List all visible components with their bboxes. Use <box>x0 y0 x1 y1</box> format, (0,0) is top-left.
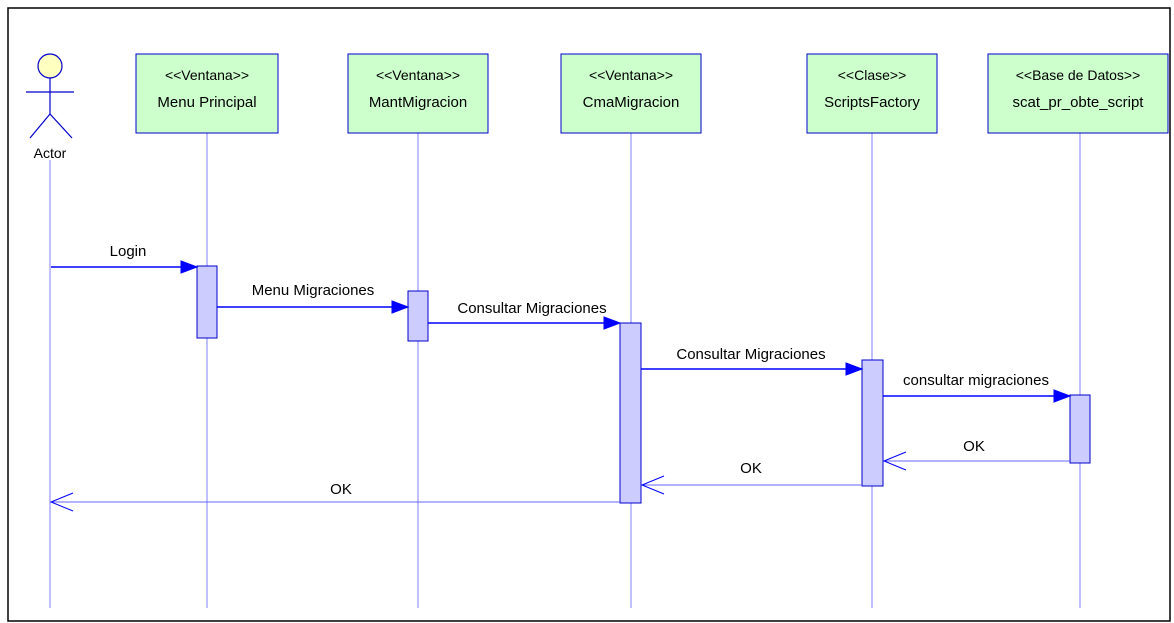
actor: Actor <box>26 53 74 161</box>
message-label: Login <box>110 243 147 260</box>
message-login: Login <box>51 243 199 274</box>
message-consultar-migraciones-2: Consultar Migraciones <box>641 346 864 376</box>
message-label: OK <box>963 438 985 455</box>
activation-cma-migracion <box>619 322 642 504</box>
actor-label: Actor <box>34 145 67 161</box>
actor-left-leg <box>29 113 51 139</box>
arrowhead <box>180 260 199 274</box>
object-name: ScriptsFactory <box>824 94 920 111</box>
object-mant-migracion: <<Ventana>> MantMigracion <box>347 53 489 134</box>
message-label: consultar migraciones <box>903 372 1049 389</box>
message-label: Consultar Migraciones <box>457 300 606 317</box>
object-box <box>347 53 489 134</box>
message-label: OK <box>330 481 352 498</box>
object-stereotype: <<Base de Datos>> <box>1016 67 1141 83</box>
open-arrowhead <box>49 492 74 512</box>
activation-menu-principal <box>196 265 218 339</box>
object-name: CmaMigracion <box>583 94 680 111</box>
object-stereotype: <<Ventana>> <box>376 67 460 83</box>
object-box <box>987 53 1169 134</box>
message-label: Consultar Migraciones <box>676 346 825 363</box>
object-box <box>135 53 279 134</box>
return-ok-db-to-scripts: OK <box>882 438 1070 471</box>
message-menu-migraciones: Menu Migraciones <box>217 282 410 314</box>
object-box <box>560 53 702 134</box>
message-consultar-migraciones-3: consultar migraciones <box>883 372 1072 403</box>
object-box <box>806 53 938 134</box>
arrowhead <box>391 300 410 314</box>
return-ok-scripts-to-cma: OK <box>640 460 862 495</box>
object-name: Menu Principal <box>157 94 256 111</box>
actor-right-leg <box>49 113 73 139</box>
actor-head <box>37 53 63 79</box>
object-menu-principal: <<Ventana>> Menu Principal <box>135 53 279 134</box>
open-arrowhead <box>882 451 907 471</box>
arrowhead <box>603 316 622 330</box>
activation-mant-migracion <box>407 290 429 342</box>
activation-db <box>1069 394 1091 464</box>
return-ok-cma-to-actor: OK <box>49 481 620 512</box>
message-consultar-migraciones-1: Consultar Migraciones <box>428 300 622 330</box>
object-name: MantMigracion <box>369 94 467 111</box>
object-stereotype: <<Ventana>> <box>589 67 673 83</box>
message-label: OK <box>740 460 762 477</box>
object-cma-migracion: <<Ventana>> CmaMigracion <box>560 53 702 134</box>
object-stereotype: <<Ventana>> <box>165 67 249 83</box>
object-stereotype: <<Clase>> <box>838 67 907 83</box>
object-name: scat_pr_obte_script <box>1013 94 1145 111</box>
message-label: Menu Migraciones <box>252 282 375 299</box>
open-arrowhead <box>640 475 665 495</box>
arrowhead <box>845 362 864 376</box>
object-scripts-factory: <<Clase>> ScriptsFactory <box>806 53 938 134</box>
activation-scripts-factory <box>861 359 884 487</box>
object-db: <<Base de Datos>> scat_pr_obte_script <box>987 53 1169 134</box>
arrowhead <box>1053 389 1072 403</box>
